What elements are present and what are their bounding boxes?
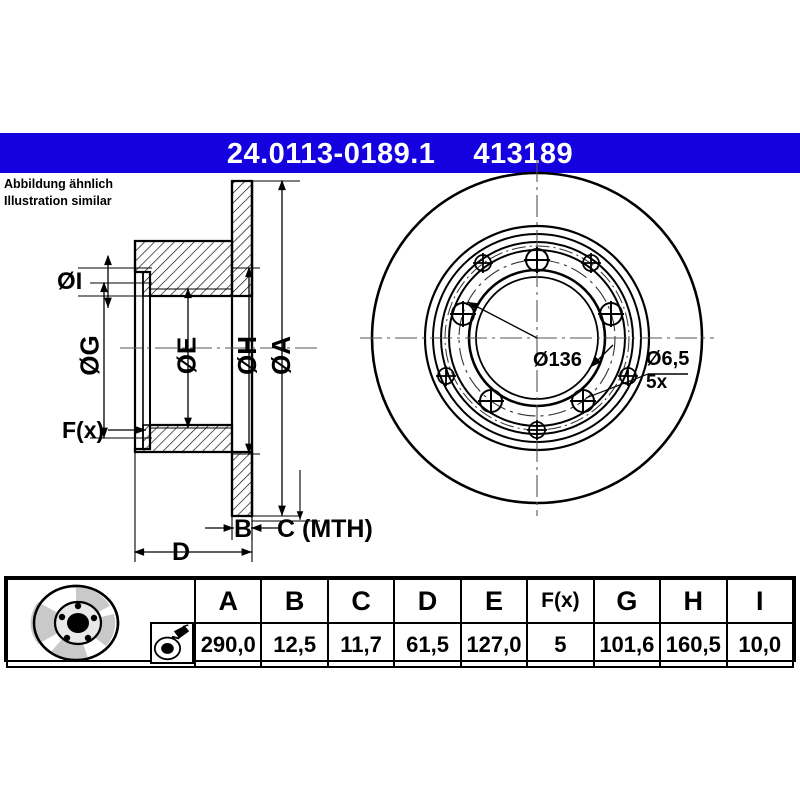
cross-section-view [78, 179, 320, 562]
table-header-d: D [393, 578, 462, 624]
face-view [360, 160, 714, 516]
table-header-i: I [725, 578, 794, 624]
spec-table: A B C D E F(x) G H I 290,0 12,5 11,7 61,… [4, 576, 796, 668]
table-value-h: 160,5 [659, 622, 728, 668]
bolt-hole-large [570, 388, 596, 414]
table-value-g: 101,6 [592, 622, 662, 668]
table-header-g: G [592, 578, 662, 624]
table-header-h: H [659, 578, 728, 624]
table-value-c: 11,7 [326, 622, 396, 668]
dim-label-a: ØA [266, 336, 296, 375]
bolt-hole-small-group [436, 253, 638, 440]
table-value-d: 61,5 [393, 622, 462, 668]
table-header-b: B [260, 578, 329, 624]
pilot-notch-upper [142, 271, 151, 297]
note-line-german: Abbildung ähnlich [4, 177, 114, 191]
dim-label-c: C (MTH) [277, 515, 373, 543]
table-value-i: 10,0 [725, 622, 794, 668]
disc-ring-lower [230, 450, 254, 518]
caliper-measure-icon [150, 622, 194, 664]
bolt-hole-small [581, 253, 601, 273]
bolt-circle-leader [467, 301, 538, 339]
dim-label-g: ØG [74, 335, 105, 376]
dim-label-e: ØE [171, 336, 202, 375]
table-value-a: 290,0 [193, 622, 263, 668]
table-icon-cell [6, 578, 196, 668]
table-row-values: 290,0 12,5 11,7 61,5 127,0 5 101,6 160,5… [7, 622, 794, 668]
table-header-e: E [459, 578, 529, 624]
bolt-hole-small [527, 420, 547, 440]
header-bar [0, 133, 800, 173]
table-value-fx: 5 [526, 622, 595, 668]
illustration-note: Abbildung ähnlich Illustration similar [4, 176, 113, 209]
brake-disc-icon [30, 584, 120, 662]
pilot-notch-lower [142, 424, 151, 450]
table-value-b: 12,5 [260, 622, 329, 668]
hole-count-label: 5x [646, 372, 668, 393]
bolt-hole-small [473, 253, 493, 273]
hole-dia-leader [585, 373, 649, 399]
table-row-headers: A B C D E F(x) G H I [6, 578, 794, 668]
dim-label-h: ØH [232, 336, 262, 375]
dim-label-b: B [234, 515, 253, 543]
bolt-hole-large [598, 301, 624, 327]
bolt-circle-leader-2 [591, 344, 614, 367]
bolt-hole-large [524, 247, 550, 273]
dim-label-i: ØI [57, 268, 83, 295]
dim-label-d: D [172, 538, 191, 566]
bolt-circle-label: Ø136 [533, 349, 582, 371]
dim-label-fx: F(x) [62, 417, 105, 443]
hole-diameter-label: Ø6,5 [646, 348, 690, 370]
table-header-fx: F(x) [526, 578, 595, 624]
table-value-e: 127,0 [459, 622, 529, 668]
bolt-hole-large [478, 388, 504, 414]
bolt-hole-small [618, 366, 638, 386]
note-line-english: Illustration similar [4, 193, 112, 208]
bolt-hole-small [436, 366, 456, 386]
table-header-c: C [326, 578, 396, 624]
bolt-hole-large-group [450, 247, 624, 414]
table-header-a: A [193, 578, 263, 624]
bolt-hole-large [450, 301, 476, 327]
